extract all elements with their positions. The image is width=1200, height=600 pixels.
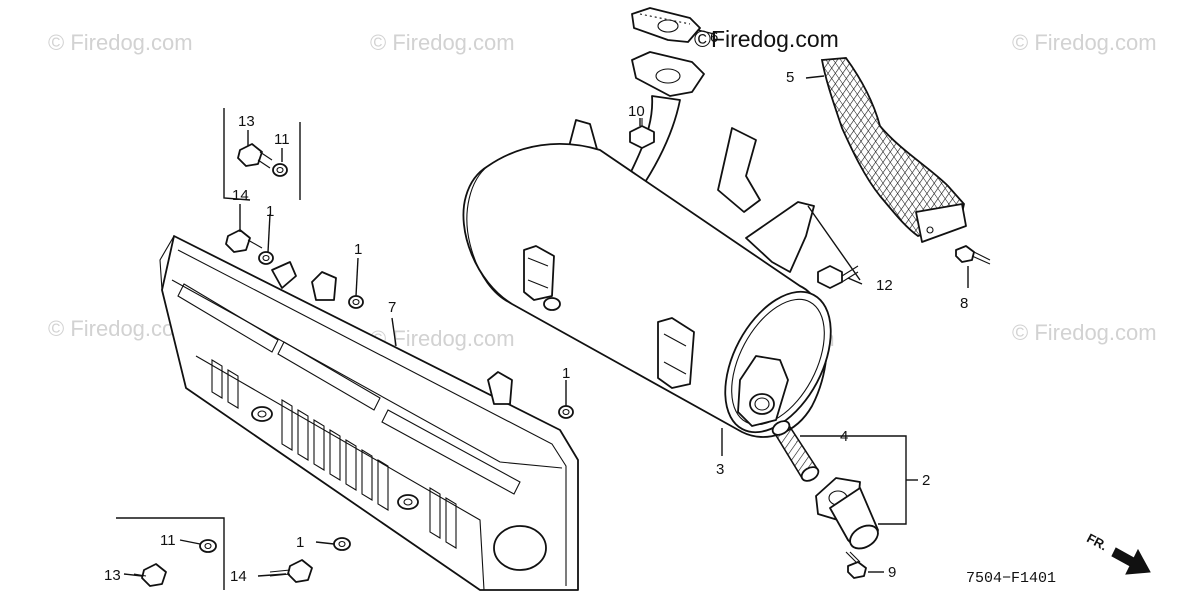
screw-pipe — [845, 551, 867, 579]
label-muffler: 3 — [716, 461, 724, 478]
muffler-cover — [159, 235, 579, 591]
label-pipe-assembly: 2 — [922, 472, 930, 489]
label-screen: 4 — [840, 428, 848, 445]
bolt-b-group — [133, 563, 167, 587]
watermark-center-dark: ©Firedog.com — [694, 26, 839, 52]
outlet-pipe — [815, 477, 879, 550]
front-arrow-icon — [1111, 547, 1151, 575]
label-washer-g: 11 — [160, 532, 176, 549]
label-bolt-a: 13 — [238, 113, 255, 130]
bolt-protector — [955, 245, 991, 265]
front-direction-label: FR. — [1084, 530, 1110, 553]
watermark-top-right: © Firedog.com — [1012, 30, 1157, 55]
label-gasket-top: 6 — [710, 29, 718, 46]
bolt-a-group — [237, 143, 273, 169]
label-bolt-c: 14 — [232, 187, 249, 204]
diagram-reference-code: 7504−F1401 — [966, 570, 1056, 587]
watermark-right: © Firedog.com — [1012, 320, 1157, 345]
watermark-top-middle: © Firedog.com — [370, 30, 515, 55]
label-cover: 7 — [388, 299, 396, 316]
watermark-top-left: © Firedog.com — [48, 30, 193, 55]
label-screw-pipe: 9 — [888, 564, 896, 581]
washer-f — [272, 163, 288, 177]
leader-lines — [116, 29, 969, 590]
muffler-inlet-flange — [625, 51, 705, 191]
muffler — [462, 119, 832, 438]
bolt-d-group — [269, 559, 313, 583]
washer-b — [348, 295, 364, 309]
flange-bolt — [817, 265, 859, 289]
label-washer-c: 1 — [562, 365, 570, 382]
front-direction-indicator: FR. — [1084, 530, 1151, 575]
washer-g — [199, 539, 217, 553]
label-washer-f: 11 — [274, 131, 290, 148]
spark-screen — [771, 420, 820, 482]
label-washer-d: 1 — [296, 534, 304, 551]
washer-d — [333, 537, 351, 551]
gasket-top — [631, 7, 701, 43]
label-flange-bolt: 12 — [876, 277, 893, 294]
label-washer-b: 1 — [354, 241, 362, 258]
label-bolt-d: 14 — [230, 568, 247, 585]
label-protector: 5 — [786, 69, 794, 86]
label-washer-a: 1 — [266, 203, 274, 220]
heat-protector — [820, 57, 967, 243]
washer-c — [558, 405, 574, 419]
label-bolt-b: 13 — [104, 567, 121, 584]
bolt-c-group — [225, 229, 263, 253]
label-bolt-protector: 8 — [960, 295, 968, 312]
washer-a — [258, 251, 274, 265]
part-labels: 6 5 10 8 12 4 2 3 9 7 1 1 1 1 13 13 11 1… — [104, 29, 968, 585]
label-nut: 10 — [628, 103, 645, 120]
nut — [629, 118, 655, 149]
